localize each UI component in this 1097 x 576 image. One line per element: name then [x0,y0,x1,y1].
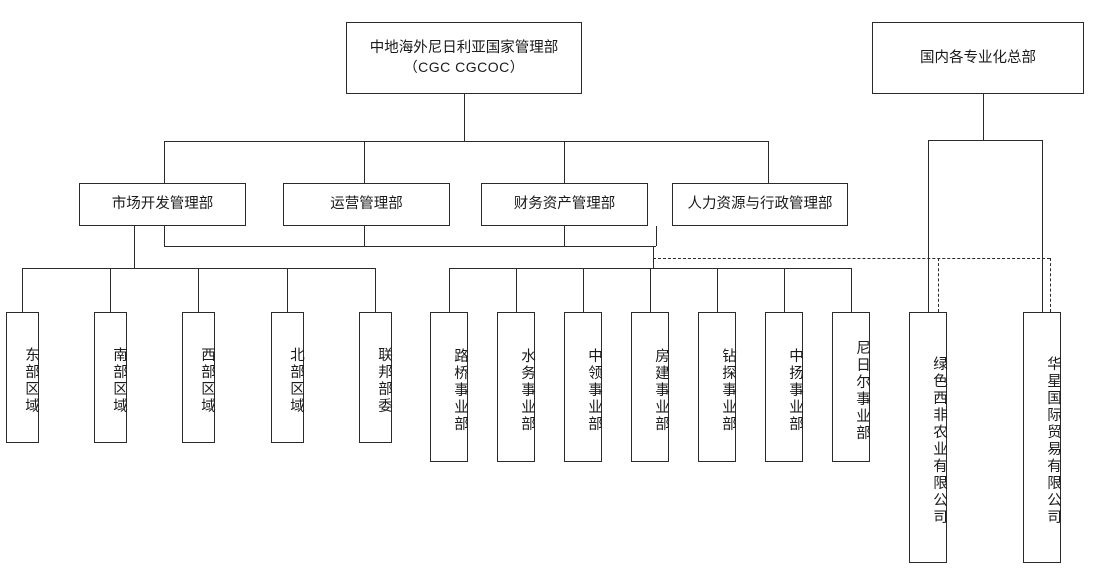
connector-bu-drop-2 [583,268,584,312]
dashed-relation-bus [653,258,1050,259]
connector-dept-drop-1 [364,141,365,183]
connector-fin-elbow-riser [564,226,565,246]
connector-bu-drop-6 [851,268,852,312]
connector-bu-drop-1 [516,268,517,312]
root-left-subtitle: （CGC CGCOC） [403,59,525,75]
connector-ops-elbow-top [164,246,656,247]
business-unit-label-6: 尼日尔事业部 [854,339,870,442]
business-unit-label-0: 路桥事业部 [452,348,468,433]
connector-bu-drop-4 [717,268,718,312]
connector-company-drop-1 [1042,140,1043,312]
department-node-2[interactable]: 财务资产管理部 [481,183,648,226]
region-label-0: 东部区域 [23,347,39,415]
business-unit-node-6[interactable]: 尼日尔事业部 [832,312,870,462]
business-unit-label-1: 水务事业部 [519,348,535,433]
connector-root-left-stem [464,94,465,141]
region-label-1: 南部区域 [111,347,127,415]
business-unit-label-2: 中领事业部 [586,348,602,433]
root-node-left[interactable]: 中地海外尼日利亚国家管理部 （CGC CGCOC） [346,22,582,94]
region-node-1[interactable]: 南部区域 [94,312,127,443]
connector-ops-elbow-riser [364,226,365,246]
department-node-0[interactable]: 市场开发管理部 [79,183,246,226]
root-right-title: 国内各专业化总部 [920,49,1036,66]
connector-dept-drop-2 [564,141,565,183]
company-node-1[interactable]: 华星国际贸易有限公司 [1023,312,1061,563]
company-label-1: 华星国际贸易有限公司 [1045,356,1061,526]
region-label-2: 西部区域 [199,347,215,415]
connector-company-bus [928,140,1043,141]
connector-department-bus [164,141,769,142]
department-label-2: 财务资产管理部 [513,196,616,212]
connector-bu-stem [653,246,654,268]
connector-market-dept-stem [134,226,135,268]
business-unit-node-3[interactable]: 房建事业部 [631,312,669,462]
root-left-title: 中地海外尼日利亚国家管理部 [369,40,559,56]
connector-region-drop-0 [22,268,23,312]
company-node-0[interactable]: 绿色西非农业有限公司 [909,312,947,563]
dashed-relation-drop-0 [938,258,939,312]
department-node-3[interactable]: 人力资源与行政管理部 [672,183,848,226]
business-unit-node-2[interactable]: 中领事业部 [564,312,602,462]
connector-hr-elbow-riser [656,226,657,246]
connector-dept-drop-0 [164,141,165,183]
region-label-4: 联邦部委 [376,347,392,415]
business-unit-label-3: 房建事业部 [653,348,669,433]
region-node-4[interactable]: 联邦部委 [359,312,392,443]
business-unit-node-1[interactable]: 水务事业部 [497,312,535,462]
department-node-1[interactable]: 运营管理部 [283,183,450,226]
business-unit-node-4[interactable]: 钻探事业部 [698,312,736,462]
region-node-3[interactable]: 北部区域 [271,312,304,443]
region-node-2[interactable]: 西部区域 [182,312,215,443]
connector-region-drop-4 [375,268,376,312]
business-unit-label-5: 中扬事业部 [787,348,803,433]
connector-region-drop-3 [287,268,288,312]
connector-bu-drop-3 [650,268,651,312]
connector-region-drop-1 [110,268,111,312]
connector-market-dept-secondary [164,226,165,246]
region-label-3: 北部区域 [288,347,304,415]
company-label-0: 绿色西非农业有限公司 [931,356,947,526]
business-unit-node-0[interactable]: 路桥事业部 [430,312,468,462]
region-node-0[interactable]: 东部区域 [6,312,39,443]
connector-company-drop-0 [928,140,929,312]
business-unit-label-4: 钻探事业部 [720,348,736,433]
connector-region-drop-2 [198,268,199,312]
connector-bu-drop-0 [449,268,450,312]
connector-bu-drop-5 [784,268,785,312]
root-node-right[interactable]: 国内各专业化总部 [872,22,1084,94]
business-unit-node-5[interactable]: 中扬事业部 [765,312,803,462]
dashed-relation-drop-1 [1050,258,1051,312]
department-label-3: 人力资源与行政管理部 [687,196,833,212]
department-label-1: 运营管理部 [330,196,403,212]
connector-region-bus [22,268,376,269]
department-label-0: 市场开发管理部 [111,196,214,212]
connector-dept-drop-3 [768,141,769,183]
connector-root-right-stem [983,94,984,140]
